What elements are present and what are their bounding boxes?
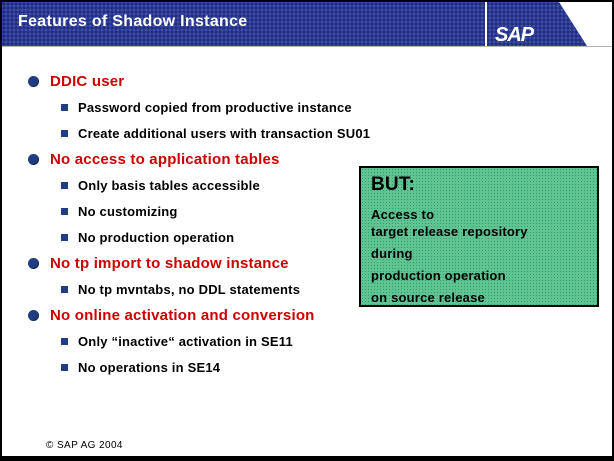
bullet-square-icon: [61, 207, 68, 215]
sub-bullet-label: No tp mvntabs, no DDL statements: [78, 281, 301, 297]
title-bar: Features of Shadow Instance SAP: [2, 2, 587, 46]
bullet-list: DDIC user Password copied from productiv…: [2, 72, 370, 384]
bullet-item: No access to application tables: [2, 150, 362, 168]
bullet-square-icon: [61, 181, 68, 189]
sub-bullet-item: Create additional users with transaction…: [2, 124, 370, 142]
sub-bullet-label: Create additional users with transaction…: [78, 125, 371, 141]
callout-heading: BUT:: [371, 174, 416, 195]
callout-line: production operation: [371, 268, 506, 283]
but-callout-box: BUT: Access to target release repository…: [359, 166, 599, 307]
callout-line: target release repository: [371, 224, 528, 239]
bullet-label: DDIC user: [50, 72, 125, 90]
sub-bullet-label: Password copied from productive instance: [78, 99, 352, 115]
page-title: Features of Shadow Instance: [18, 13, 248, 30]
sub-bullet-label: No customizing: [78, 203, 178, 219]
callout-line: Access to: [371, 207, 435, 222]
bullet-item: DDIC user: [2, 72, 362, 90]
sub-bullet-label: Only “inactive“ activation in SE11: [78, 333, 293, 349]
sub-bullet-label: No production operation: [78, 229, 235, 245]
sub-bullet-item: Password copied from productive instance: [2, 98, 362, 116]
sub-bullet-item: Only “inactive“ activation in SE11: [2, 332, 362, 350]
bullet-square-icon: [61, 103, 68, 111]
callout-body: Access to target release repository duri…: [371, 206, 587, 306]
sub-bullet-item: No production operation: [2, 228, 362, 246]
bullet-circle-icon: [28, 153, 39, 165]
bullet-item: No online activation and conversion: [2, 306, 362, 324]
bullet-circle-icon: [28, 75, 39, 87]
bullet-square-icon: [61, 337, 68, 345]
sub-bullet-label: No operations in SE14: [78, 359, 221, 375]
sub-bullet-item: Only basis tables accessible: [2, 176, 362, 194]
bullet-item: No tp import to shadow instance: [2, 254, 362, 272]
bullet-label: No access to application tables: [50, 150, 280, 168]
sap-logo: SAP: [495, 24, 534, 46]
sub-bullet-item: No tp mvntabs, no DDL statements: [2, 280, 362, 298]
sub-bullet-item: No operations in SE14: [2, 358, 362, 376]
header-underline: [2, 46, 612, 47]
copyright-text: © SAP AG 2004: [46, 440, 123, 451]
callout-line: during: [371, 246, 413, 261]
logo-divider: [485, 2, 487, 46]
sub-bullet-label: Only basis tables accessible: [78, 177, 260, 193]
bullet-label: No online activation and conversion: [50, 306, 315, 324]
sub-bullet-item: No customizing: [2, 202, 362, 220]
callout-line: on source release: [371, 290, 485, 305]
bullet-circle-icon: [28, 257, 39, 269]
bullet-circle-icon: [28, 309, 39, 321]
bullet-square-icon: [61, 285, 68, 293]
bullet-square-icon: [61, 363, 68, 371]
bullet-square-icon: [61, 233, 68, 241]
bullet-square-icon: [61, 129, 68, 137]
bullet-label: No tp import to shadow instance: [50, 254, 289, 272]
